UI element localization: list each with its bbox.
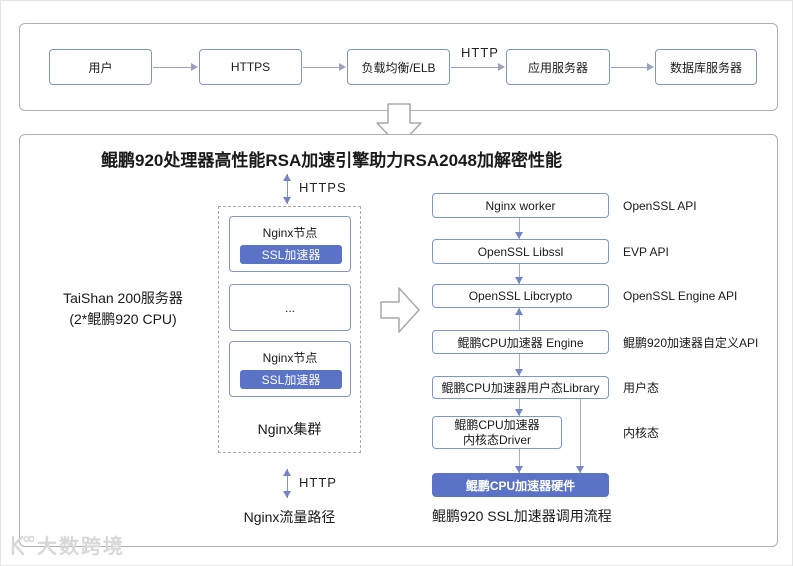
ssl-accelerator-pill-2: SSL加速器 [240,370,342,389]
arrow-down-icon [514,399,525,416]
arrow-down-icon [514,264,525,284]
call-flow-caption: 鲲鹏920 SSL加速器调用流程 [432,508,612,524]
stack-kunpeng-hardware: 鲲鹏CPU加速器硬件 [432,473,609,497]
api-label-evp: EVP API [623,244,669,259]
stack-kunpeng-hardware-label: 鲲鹏CPU加速器硬件 [465,478,576,493]
stack-nginx-worker: Nginx worker [432,193,609,218]
node-app-server: 应用服务器 [506,49,610,85]
stack-openssl-libcrypto-label: OpenSSL Libcrypto [468,289,573,303]
arrow-right-icon [611,63,654,72]
arrow-right-icon [153,63,198,72]
stack-openssl-libssl-label: OpenSSL Libssl [477,244,564,259]
server-annotation: TaiShan 200服务器 (2*鲲鹏920 CPU) [39,288,207,330]
nginx-node-1-label: Nginx节点 [262,226,318,240]
node-app-server-label: 应用服务器 [527,60,588,75]
stack-openssl-libssl: OpenSSL Libssl [432,239,609,264]
api-label-engine: OpenSSL Engine API [623,289,738,303]
main-title: 鲲鹏920处理器高性能RSA加速引擎助力RSA2048加解密性能 [101,151,562,170]
arrow-right-icon [303,63,346,72]
node-user-label: 用户 [88,60,113,75]
http-label: HTTP [299,475,337,490]
node-https: HTTPS [199,49,302,85]
big-arrow-right-icon [380,287,420,333]
mode-label-user: 用户态 [623,381,660,395]
ssl-accelerator-pill-1: SSL加速器 [240,245,342,264]
double-arrow-vertical-icon [282,174,293,204]
stack-kunpeng-library-label: 鲲鹏CPU加速器用户态Library [441,381,600,395]
stack-kunpeng-engine-label: 鲲鹏CPU加速器 Engine [457,335,584,350]
cluster-caption: Nginx集群 [257,421,322,437]
watermark: 大数跨境 [8,530,125,559]
api-label-openssl: OpenSSL API [623,198,697,213]
stack-nginx-worker-label: Nginx worker [485,198,556,213]
server-line2: (2*鲲鹏920 CPU) [69,311,177,327]
watermark-text: 大数跨境 [37,536,125,558]
https-label: HTTPS [299,180,347,195]
nginx-path-caption: Nginx流量路径 [243,509,336,525]
arrow-down-icon [514,449,525,473]
watermark-logo-icon [11,535,34,555]
arrow-up-icon [514,308,525,330]
nginx-node-2-label: Nginx节点 [262,351,318,365]
stack-kunpeng-driver-line1: 鲲鹏CPU加速器 [454,417,540,432]
node-user: 用户 [49,49,152,85]
stack-openssl-libcrypto: OpenSSL Libcrypto [432,284,609,308]
node-elb-label: 负载均衡/ELB [361,60,436,75]
stack-kunpeng-driver-line2: 内核态Driver [463,432,531,447]
ellipsis-label: ... [284,300,295,315]
main-panel [19,134,778,547]
arrow-right-icon [451,63,505,72]
api-label-custom: 鲲鹏920加速器自定义API [623,335,759,350]
arrow-down-icon [514,218,525,239]
node-db-server: 数据库服务器 [655,49,757,85]
node-elb: 负载均衡/ELB [347,49,450,85]
stack-kunpeng-library: 鲲鹏CPU加速器用户态Library [432,376,609,399]
node-https-label: HTTPS [230,60,271,74]
server-line1: TaiShan 200服务器 [63,290,183,306]
bypass-arrow-down-icon [575,399,586,473]
arrow-down-icon [514,354,525,376]
nginx-node-ellipsis: ... [229,284,351,331]
node-db-server-label: 数据库服务器 [669,60,742,75]
stack-kunpeng-engine: 鲲鹏CPU加速器 Engine [432,330,609,354]
double-arrow-vertical-icon [282,469,293,498]
top-http-label: HTTP [461,45,499,60]
mode-label-kernel: 内核态 [623,426,660,440]
stack-kunpeng-driver: 鲲鹏CPU加速器 内核态Driver [432,416,562,449]
